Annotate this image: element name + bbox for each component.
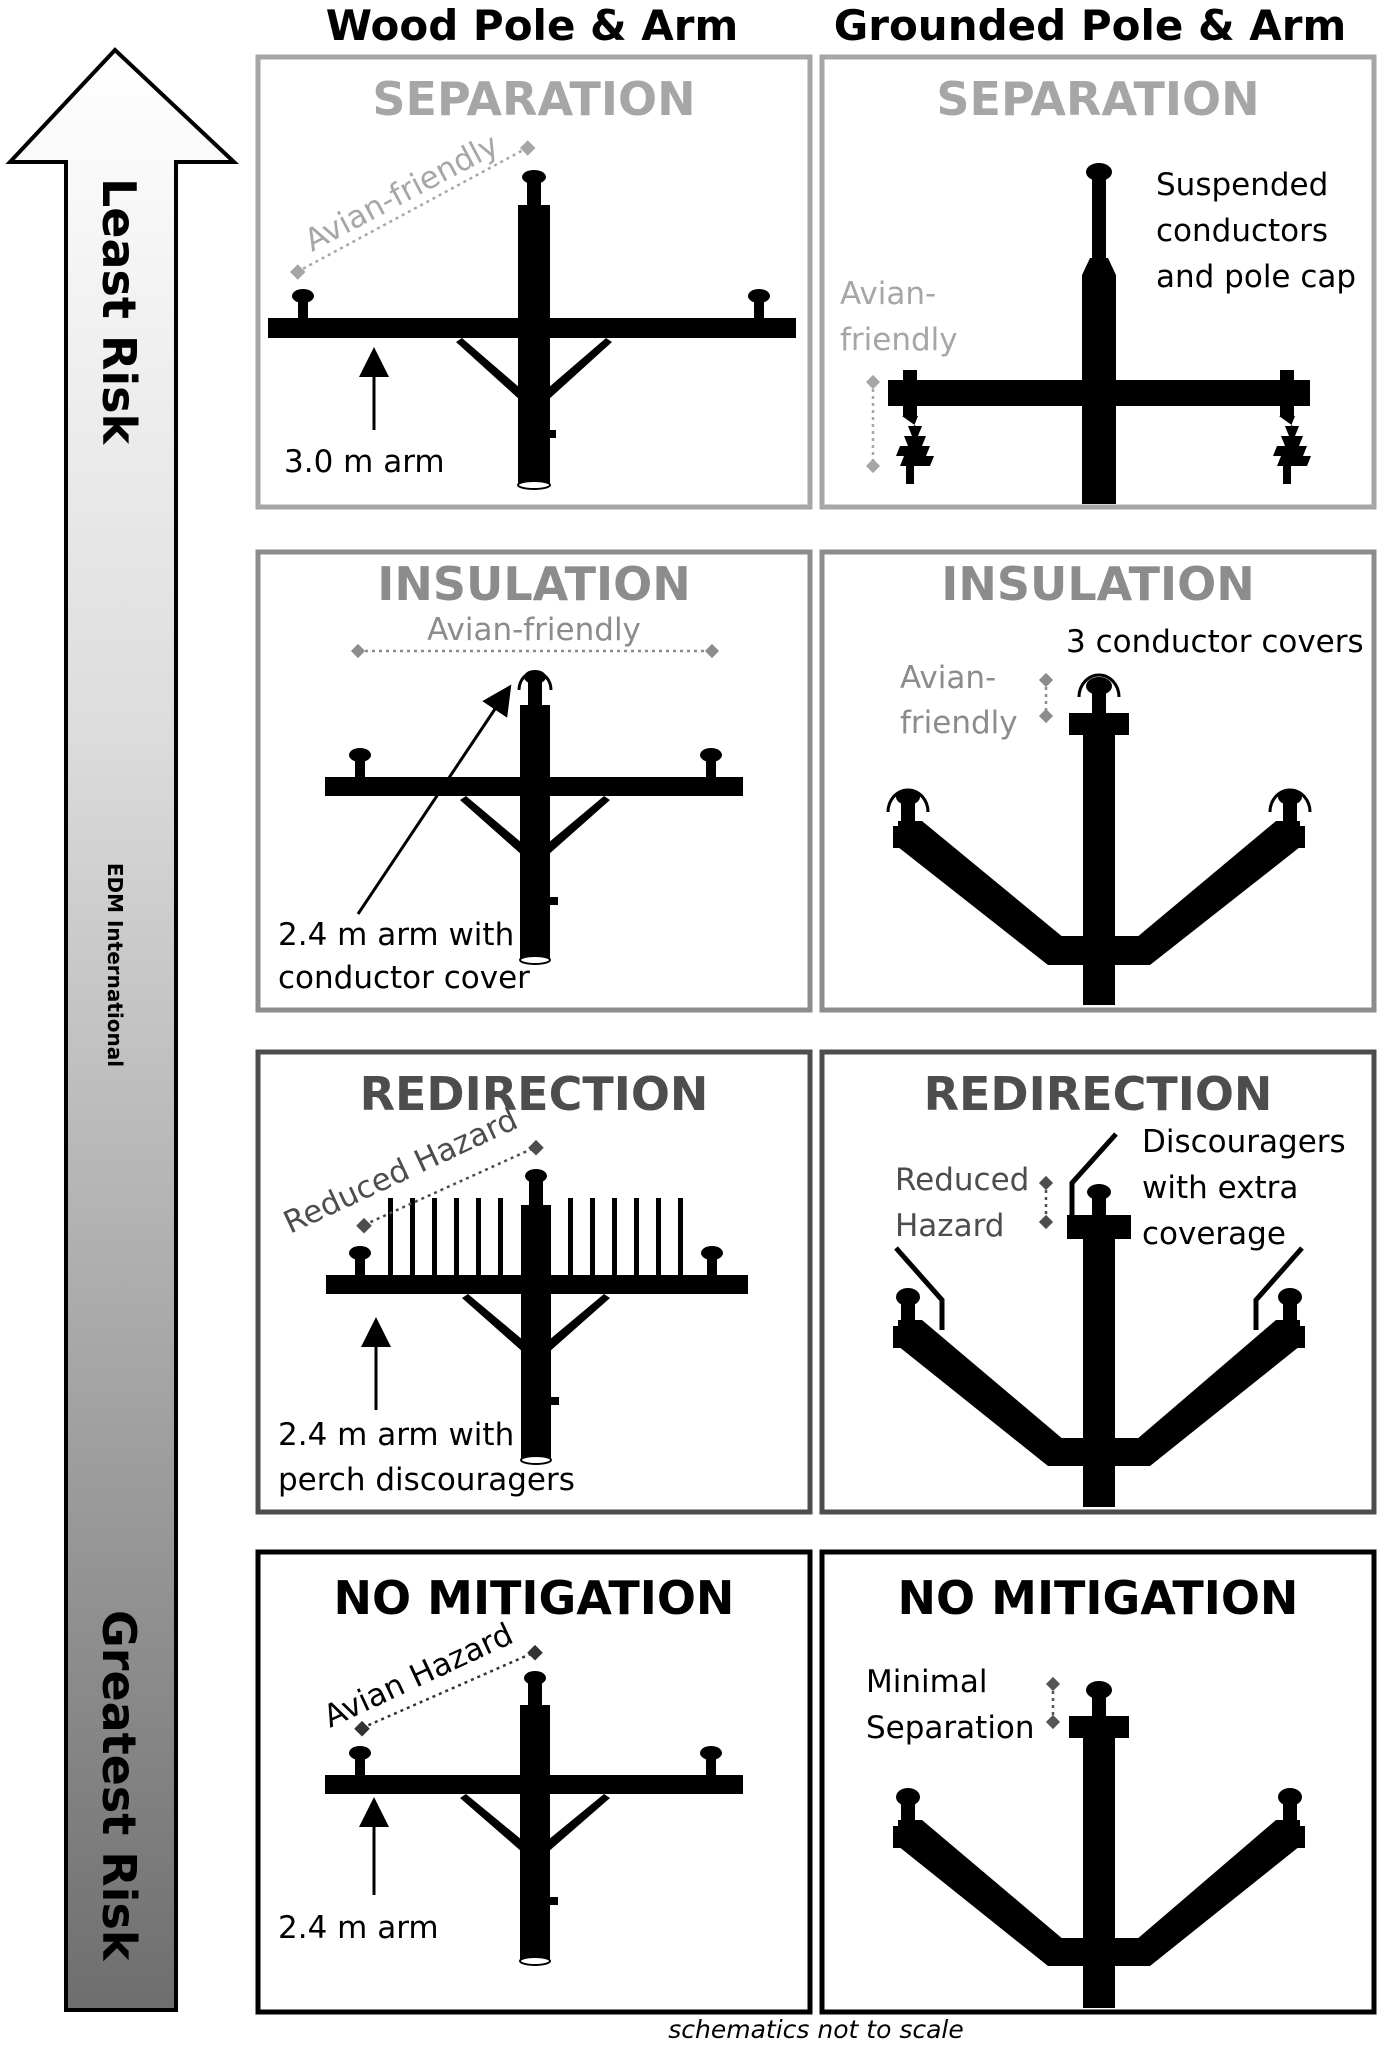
panel-border xyxy=(255,54,813,510)
note-label: Discouragers xyxy=(1142,1124,1346,1160)
panel-title: SEPARATION xyxy=(936,72,1259,126)
vendor-label: EDM International xyxy=(103,863,127,1067)
grounded-pole-icon xyxy=(893,1132,1305,1507)
status-label: friendly xyxy=(900,705,1018,741)
note-label: coverage xyxy=(1142,1216,1286,1252)
status-label: Separation xyxy=(866,1710,1035,1746)
note-label: 3 conductor covers xyxy=(1066,624,1364,660)
wood-pole-icon xyxy=(325,670,743,965)
panel-title: REDIRECTION xyxy=(924,1067,1273,1121)
panel-border xyxy=(819,1049,1377,1515)
panel-title: SEPARATION xyxy=(372,72,695,126)
panel-border xyxy=(819,1549,1377,2015)
wood-pole-icon xyxy=(268,170,796,490)
panel-title: INSULATION xyxy=(941,557,1255,611)
least-risk-label: Least Risk xyxy=(92,178,146,446)
status-label: Avian Hazard xyxy=(318,1616,518,1735)
panel-border xyxy=(255,549,813,1013)
risk-arrow: Least Risk EDM International Greatest Ri… xyxy=(5,47,240,2012)
panel-title: NO MITIGATION xyxy=(334,1571,735,1625)
note-label: Suspended xyxy=(1156,167,1328,203)
status-label: Avian-friendly xyxy=(427,612,641,648)
note-label: conductors xyxy=(1156,213,1328,249)
arm-label: perch discouragers xyxy=(278,1462,575,1498)
arm-label: 2.4 m arm with xyxy=(278,1417,514,1453)
status-label: Reduced Hazard xyxy=(278,1101,523,1241)
note-label: with extra xyxy=(1142,1170,1298,1206)
note-label: and pole cap xyxy=(1156,259,1356,295)
grounded-pole-icon xyxy=(893,1681,1305,2008)
arm-label: conductor cover xyxy=(278,960,530,996)
arm-label: 3.0 m arm xyxy=(284,444,445,480)
status-label: friendly xyxy=(840,322,958,358)
wood-column-title: Wood Pole & Arm xyxy=(326,1,739,50)
panel-title: NO MITIGATION xyxy=(898,1571,1299,1625)
arm-label: 2.4 m arm with xyxy=(278,917,514,953)
row-no-mitigation: NO MITIGATION NO MITIGATION Avian Hazard… xyxy=(255,1549,1377,2015)
grounded-pole-icon xyxy=(886,673,1312,1005)
row-redirection: REDIRECTION REDIRECTION xyxy=(255,1049,1377,1515)
wood-pole-icon xyxy=(325,1671,743,1966)
status-label: Minimal xyxy=(866,1664,987,1700)
grounded-pole-icon xyxy=(888,163,1311,504)
status-label: Avian-friendly xyxy=(299,127,505,259)
panel-border xyxy=(819,54,1377,510)
perch-discouragers xyxy=(388,1198,683,1275)
panel-border xyxy=(255,1049,813,1515)
status-label: Hazard xyxy=(895,1208,1004,1244)
status-label: Reduced xyxy=(895,1162,1029,1198)
footnote: schematics not to scale xyxy=(668,2015,963,2044)
row-separation: SEPARATION SEPARATION Avian-friendly 3.0… xyxy=(255,54,1377,510)
status-label: Avian- xyxy=(840,276,936,312)
greatest-risk-label: Greatest Risk xyxy=(92,1610,146,1962)
panel-title: REDIRECTION xyxy=(360,1067,709,1121)
grounded-column-title: Grounded Pole & Arm xyxy=(834,1,1346,50)
status-label: Avian- xyxy=(900,660,996,696)
row-insulation: INSULATION INSULATION Avian-friendly 2.4… xyxy=(255,549,1377,1013)
arm-label: 2.4 m arm xyxy=(278,1910,439,1946)
panel-border xyxy=(819,549,1377,1013)
panel-title: INSULATION xyxy=(377,557,691,611)
wood-pole-icon xyxy=(326,1169,748,1465)
panel-border xyxy=(255,1549,813,2015)
